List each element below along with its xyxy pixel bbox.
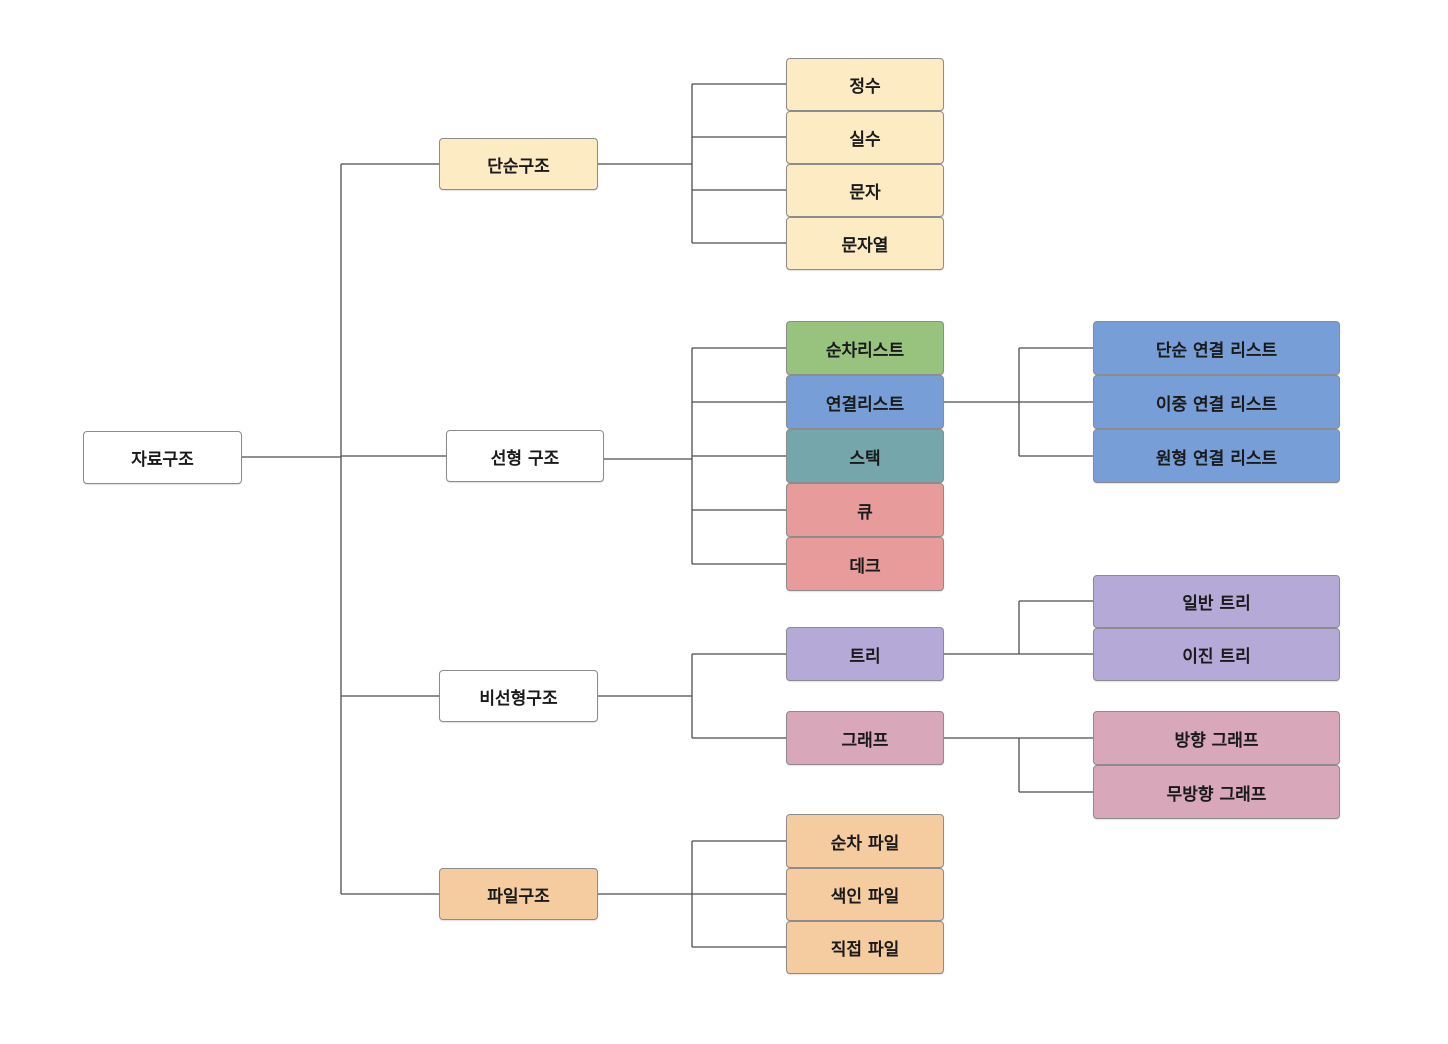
node-circular-linked-list: 원형 연결 리스트	[1093, 429, 1340, 483]
node-direct-file: 직접 파일	[786, 921, 944, 974]
node-binary-tree: 이진 트리	[1093, 628, 1340, 681]
node-data-structure: 자료구조	[83, 431, 242, 484]
node-sequential-file: 순차 파일	[786, 814, 944, 868]
node-doubly-linked-list: 이중 연결 리스트	[1093, 375, 1340, 429]
node-queue: 큐	[786, 483, 944, 537]
node-singly-linked-list: 단순 연결 리스트	[1093, 321, 1340, 375]
node-real-number: 실수	[786, 111, 944, 164]
node-undirected-graph: 무방향 그래프	[1093, 765, 1340, 819]
node-character: 문자	[786, 164, 944, 217]
node-general-tree: 일반 트리	[1093, 575, 1340, 628]
node-sequential-list: 순차리스트	[786, 321, 944, 375]
node-stack: 스택	[786, 429, 944, 483]
node-deque: 데크	[786, 537, 944, 591]
node-nonlinear-structure: 비선형구조	[439, 670, 598, 722]
node-linear-structure: 선형 구조	[446, 430, 604, 482]
node-string: 문자열	[786, 217, 944, 270]
node-directed-graph: 방향 그래프	[1093, 711, 1340, 765]
node-indexed-file: 색인 파일	[786, 868, 944, 921]
node-tree: 트리	[786, 627, 944, 681]
node-linked-list: 연결리스트	[786, 375, 944, 429]
node-simple-structure: 단순구조	[439, 138, 598, 190]
node-file-structure: 파일구조	[439, 868, 598, 920]
node-integer: 정수	[786, 58, 944, 111]
node-graph: 그래프	[786, 711, 944, 765]
